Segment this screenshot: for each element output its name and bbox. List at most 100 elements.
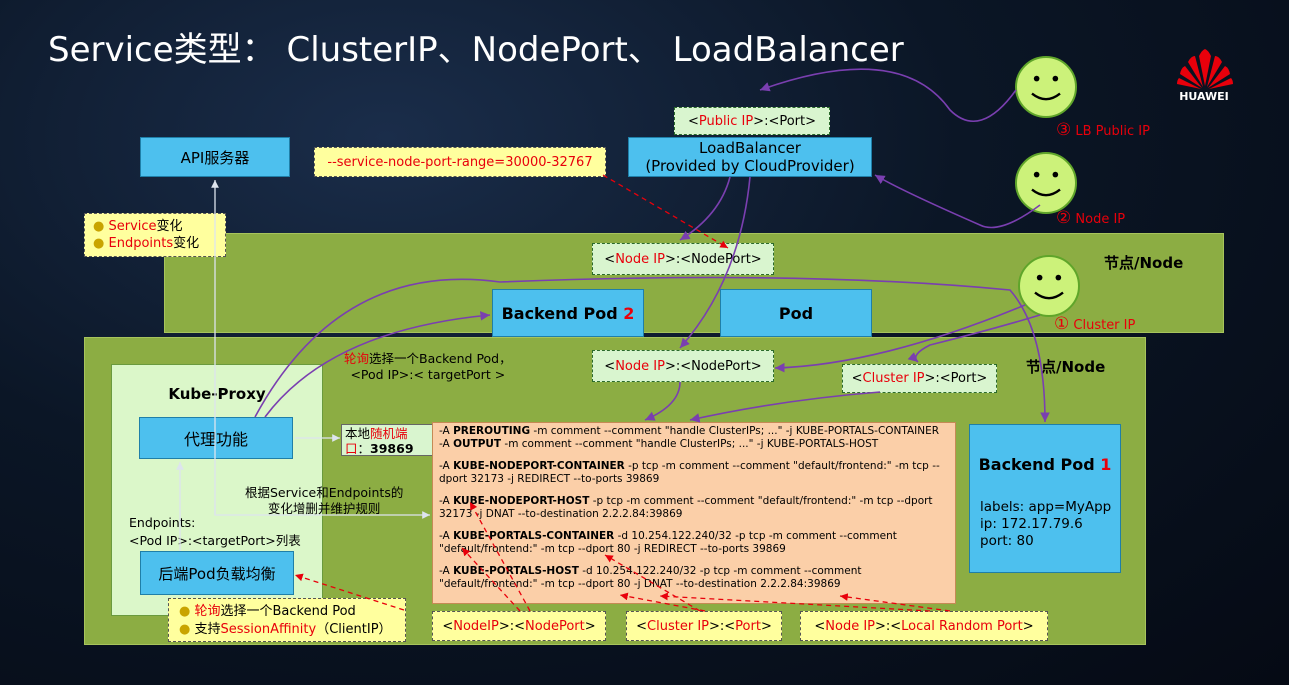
circle-number: ③ — [1056, 120, 1072, 140]
rule-text: -A — [439, 460, 454, 472]
lb-pods-box: 后端Pod负载均衡 — [140, 551, 294, 595]
tag-text: Node IP — [615, 251, 665, 267]
tag-text: Cluster IP — [862, 371, 925, 386]
tag-text: Cluster IP — [647, 618, 709, 634]
pod-detail: port: 80 — [980, 533, 1034, 549]
list-item: ● Endpoints变化 — [93, 236, 200, 251]
note-text: 选择一个Backend Pod， — [369, 351, 512, 366]
rule-text: -m comment --comment "handle ClusterIPs;… — [501, 438, 879, 450]
rule-keyword: OUTPUT — [453, 438, 502, 450]
pod-number: 1 — [1100, 455, 1112, 474]
note-text: 轮询 — [344, 351, 370, 366]
tag-text: > — [760, 618, 772, 634]
rule-text: -A — [439, 565, 454, 577]
tag-text: 随机端口 — [345, 426, 408, 456]
note-line: 根据Service和Endpoints的 — [245, 485, 404, 500]
tag-text: >:<NodePort> — [664, 358, 762, 374]
endpoints-list-note: Endpoints: <Pod IP>:<targetPort>列表 — [129, 514, 301, 550]
loadbalancer-title: LoadBalancer — [699, 139, 801, 157]
list-text: Endpoints — [108, 236, 174, 251]
note-line: <Pod IP>:<targetPort>列表 — [129, 533, 301, 548]
note-line: Endpoints: — [129, 515, 196, 530]
circle-label: LB Public IP — [1075, 124, 1150, 139]
bottom-tag-local-random-port: <Node IP>:<Local Random Port> — [800, 611, 1048, 641]
node-ip-tag-lower: <Node IP>:<NodePort> — [592, 350, 774, 382]
lb-public-ip-label: ③ LB Public IP — [1056, 120, 1150, 140]
public-ip-tag: <Public IP>:<Port> — [674, 107, 830, 135]
lb-notes: ● 轮询选择一个Backend Pod ● 支持SessionAffinity（… — [168, 598, 406, 642]
tag-text: NodePort — [525, 618, 585, 634]
tag-text: >:<Port> — [753, 113, 817, 129]
tag-text: Public IP — [698, 113, 754, 129]
pod-label: Pod — [778, 303, 814, 323]
tag-text: < — [814, 618, 826, 634]
tag-text: Port — [735, 618, 761, 634]
client-smiley-icon — [1015, 56, 1077, 118]
list-item: ● 轮询选择一个Backend Pod — [179, 604, 356, 619]
rule-text: -m comment --comment "handle ClusterIPs;… — [530, 425, 940, 437]
pod-label: Backend Pod — [978, 455, 1101, 474]
list-text: 变化 — [173, 236, 200, 251]
client-smiley-icon — [1015, 152, 1077, 214]
note-line: 变化增删并维护规则 — [267, 501, 381, 516]
pod-detail: ip: 172.17.79.6 — [980, 516, 1083, 532]
tag-text: < — [851, 371, 863, 386]
list-item: ● 支持SessionAffinity（ClientIP） — [179, 622, 392, 637]
api-server-box: API服务器 — [140, 137, 290, 177]
api-server-label: API服务器 — [180, 148, 250, 167]
circle-label: Node IP — [1075, 212, 1126, 227]
proxy-function-label: 代理功能 — [183, 430, 248, 449]
loadbalancer-subtitle: (Provided by CloudProvider) — [645, 157, 855, 175]
tag-text: Node IP — [825, 618, 875, 634]
tag-text: >:< — [875, 618, 902, 634]
rule-group: -A KUBE-NODEPORT-CONTAINER -p tcp -m com… — [439, 460, 949, 486]
list-text: 轮询 — [194, 604, 221, 619]
circle-number: ① — [1054, 314, 1070, 334]
tag-text: Node IP — [615, 358, 665, 374]
bottom-tag-clusterip: <Cluster IP>:<Port> — [626, 611, 782, 641]
rule-keyword: KUBE-PORTALS-CONTAINER — [453, 530, 615, 542]
rule-text: -A — [439, 425, 454, 437]
rule-group: -A KUBE-NODEPORT-HOST -p tcp -m comment … — [439, 495, 949, 521]
kube-proxy-title: Kube-Proxy — [168, 385, 266, 403]
tag-text: >:<NodePort> — [664, 251, 762, 267]
update-rules-note: 根据Service和Endpoints的 变化增删并维护规则 — [245, 485, 403, 517]
rule-keyword: KUBE-PORTALS-HOST — [453, 565, 579, 577]
list-text: Service — [108, 219, 157, 234]
rule-group: -A KUBE-PORTALS-HOST -d 10.254.122.240/3… — [439, 565, 949, 591]
note-line: <Pod IP>:< targetPort > — [350, 367, 506, 382]
backend-pod-1-box: Backend Pod 1 labels: app=MyApp ip: 172.… — [969, 424, 1121, 573]
round-robin-note: 轮询选择一个Backend Pod， <Pod IP>:< targetPort… — [344, 351, 512, 383]
tag-text: >:< — [709, 618, 736, 634]
node-lower-label: 节点/Node — [1026, 358, 1106, 376]
huawei-logo-icon — [1177, 49, 1233, 89]
tag-text: 39869 — [370, 441, 414, 456]
rule-keyword: KUBE-NODEPORT-CONTAINER — [453, 460, 625, 472]
list-text: 选择一个Backend Pod — [220, 604, 356, 619]
circle-label: Cluster IP — [1073, 318, 1136, 333]
tag-text: < — [636, 618, 648, 634]
rule-text: -A — [439, 530, 454, 542]
tag-text: Local Random Port — [901, 618, 1023, 634]
pod-box: Pod — [720, 289, 872, 337]
rule-keyword: KUBE-NODEPORT-HOST — [453, 495, 590, 507]
tag-text: > — [1022, 618, 1034, 634]
list-text: （ClientIP） — [316, 622, 392, 637]
list-text: 变化 — [156, 219, 183, 234]
rule-group: -A KUBE-PORTALS-CONTAINER -d 10.254.122.… — [439, 530, 949, 556]
tag-text: < — [604, 358, 616, 374]
pod-label: Backend Pod — [501, 303, 618, 323]
list-item: ● Service变化 — [93, 219, 183, 234]
rule-text: -p tcp -m comment --comment "default/fro… — [439, 460, 940, 485]
iptables-rules-box: -A PREROUTING -m comment --comment "hand… — [432, 422, 956, 604]
page-title: Service类型： ClusterIP、NodePort、 LoadBalan… — [48, 30, 904, 70]
backend-pod-1-title: Backend Pod 1 — [970, 455, 1120, 474]
node-ip-tag-upper: <Node IP>:<NodePort> — [592, 243, 774, 275]
loadbalancer-box: LoadBalancer (Provided by CloudProvider) — [628, 137, 872, 177]
cluster-ip-label: ① Cluster IP — [1054, 314, 1135, 334]
pod-detail: labels: app=MyApp — [980, 499, 1112, 515]
arrow — [679, 176, 731, 241]
tag-text: < — [604, 251, 616, 267]
local-random-port-tag: 本地随机端口：39869 — [341, 424, 433, 456]
backend-pod-1-details: labels: app=MyApp ip: 172.17.79.6 port: … — [980, 499, 1111, 550]
